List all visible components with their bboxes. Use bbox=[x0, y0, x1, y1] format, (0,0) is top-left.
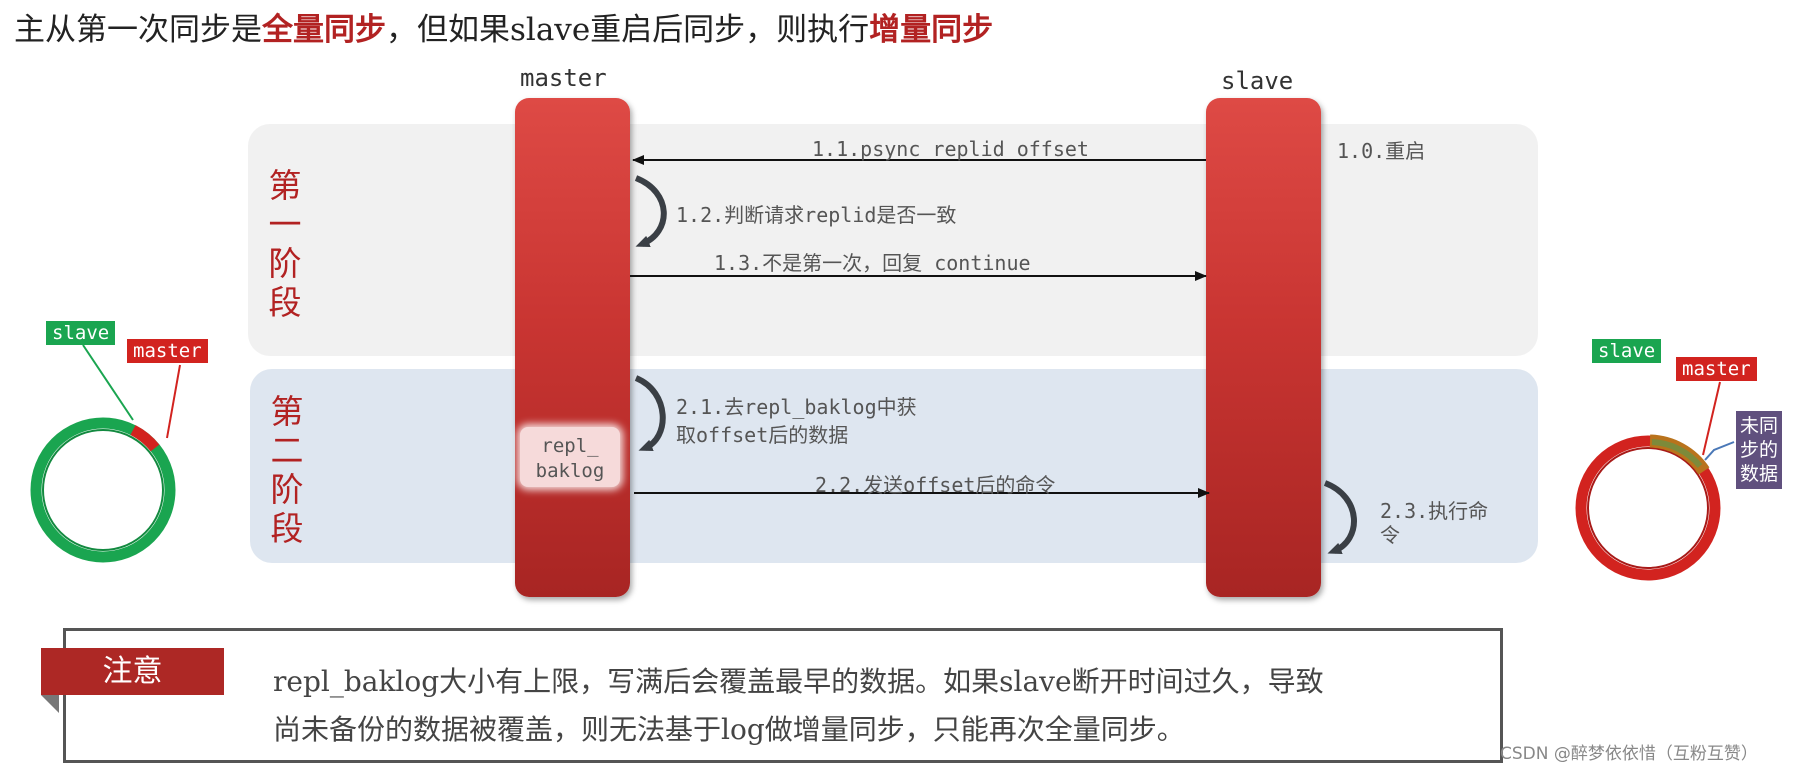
phase1-label-char: 段 bbox=[268, 283, 302, 322]
phase1-panel bbox=[248, 124, 1538, 356]
step-2-1-line2: 取offset后的数据 bbox=[676, 423, 849, 447]
note-tag: 注意 bbox=[41, 648, 224, 695]
left-ring-inner-edge bbox=[42, 429, 164, 551]
watermark: CSDN @醉梦依依惜（互粉互赞） bbox=[1500, 744, 1758, 764]
step-1-2-check-replid: 1.2.判断请求replid是否一致 bbox=[676, 203, 957, 227]
step-1-3-continue: 1.3.不是第一次，回复 continue bbox=[714, 251, 1031, 275]
step-2-1-line1: 2.1.去repl_baklog中获 bbox=[676, 395, 917, 419]
unsynced-tag-line2: 步的 bbox=[1740, 439, 1779, 461]
note-line1: repl_baklog大小有上限，写满后会覆盖最早的数据。如果slave断开时间… bbox=[273, 665, 1324, 698]
right-ring-master-pointer bbox=[1702, 381, 1721, 456]
phase2-label: 第 二 阶 段 bbox=[267, 392, 307, 548]
left-ring-buffer bbox=[30, 417, 176, 563]
right-slave-tag: slave bbox=[1592, 339, 1662, 363]
title-highlight-incremental-sync: 增量同步 bbox=[869, 12, 994, 48]
step-2-2-send-commands: 2.2.发送offset后的命令 bbox=[815, 473, 1056, 497]
unsynced-tag-line1: 未同 bbox=[1740, 415, 1779, 437]
title-part2: ，但如果slave重启后同步，则执行 bbox=[386, 12, 870, 48]
phase1-label-char: 阶 bbox=[268, 244, 302, 283]
title-highlight-full-sync: 全量同步 bbox=[262, 12, 386, 48]
right-ring-unsynced-pointer bbox=[1704, 441, 1735, 461]
right-ring-unsynced-overlay bbox=[1651, 439, 1703, 468]
repl-baklog-box: repl_ baklog bbox=[520, 427, 620, 487]
page-title: 主从第一次同步是全量同步，但如果slave重启后同步，则执行增量同步 bbox=[14, 4, 993, 49]
phase2-label-char: 第 bbox=[270, 392, 304, 431]
note-tag-fold bbox=[41, 695, 59, 713]
title-part1: 主从第一次同步是 bbox=[14, 12, 262, 48]
left-master-tag: master bbox=[127, 339, 208, 363]
note-text: repl_baklog大小有上限，写满后会覆盖最早的数据。如果slave断开时间… bbox=[273, 658, 1473, 754]
left-slave-tag: slave bbox=[46, 321, 116, 345]
left-ring-master-pointer bbox=[166, 364, 181, 439]
baklog-label-line2: baklog bbox=[535, 460, 605, 482]
step-2-3-line2: 令 bbox=[1380, 523, 1400, 547]
step-1-1-psync: 1.1.psync replid offset bbox=[812, 137, 1089, 161]
phase1-label-char: 第 bbox=[268, 166, 302, 205]
left-ring-offset-segment bbox=[130, 425, 160, 452]
unsynced-tag-line3: 数据 bbox=[1740, 463, 1779, 485]
master-node-label: master bbox=[520, 64, 607, 92]
right-ring-buffer bbox=[1575, 435, 1721, 581]
slave-node-pillar bbox=[1206, 98, 1321, 597]
phase1-label: 第 一 阶 段 bbox=[265, 166, 305, 322]
slave-node-label: slave bbox=[1221, 67, 1294, 95]
baklog-label-line1: repl_ bbox=[541, 435, 599, 457]
step-1-0-restart: 1.0.重启 bbox=[1337, 139, 1426, 163]
step-2-3-line1: 2.3.执行命 bbox=[1380, 499, 1489, 523]
unsynced-data-tag: 未同 步的 数据 bbox=[1736, 411, 1783, 489]
loop-arrow-execute bbox=[1323, 480, 1357, 555]
note-box bbox=[63, 628, 1503, 763]
note-line2: 尚未备份的数据被覆盖，则无法基于log做增量同步，只能再次全量同步。 bbox=[273, 713, 1185, 746]
master-node-pillar bbox=[515, 98, 630, 597]
phase1-label-char: 一 bbox=[268, 205, 302, 244]
right-ring-inner-edge bbox=[1587, 447, 1709, 569]
right-master-tag: master bbox=[1676, 357, 1757, 381]
phase2-label-char: 段 bbox=[270, 509, 304, 548]
left-ring-slave-pointer bbox=[82, 344, 134, 421]
phase2-label-char: 二 bbox=[270, 431, 304, 470]
phase2-panel bbox=[250, 369, 1538, 563]
loop-arrow-check-replid bbox=[634, 175, 667, 247]
phase2-label-char: 阶 bbox=[270, 470, 304, 509]
loop-arrow-fetch-baklog bbox=[634, 375, 666, 451]
